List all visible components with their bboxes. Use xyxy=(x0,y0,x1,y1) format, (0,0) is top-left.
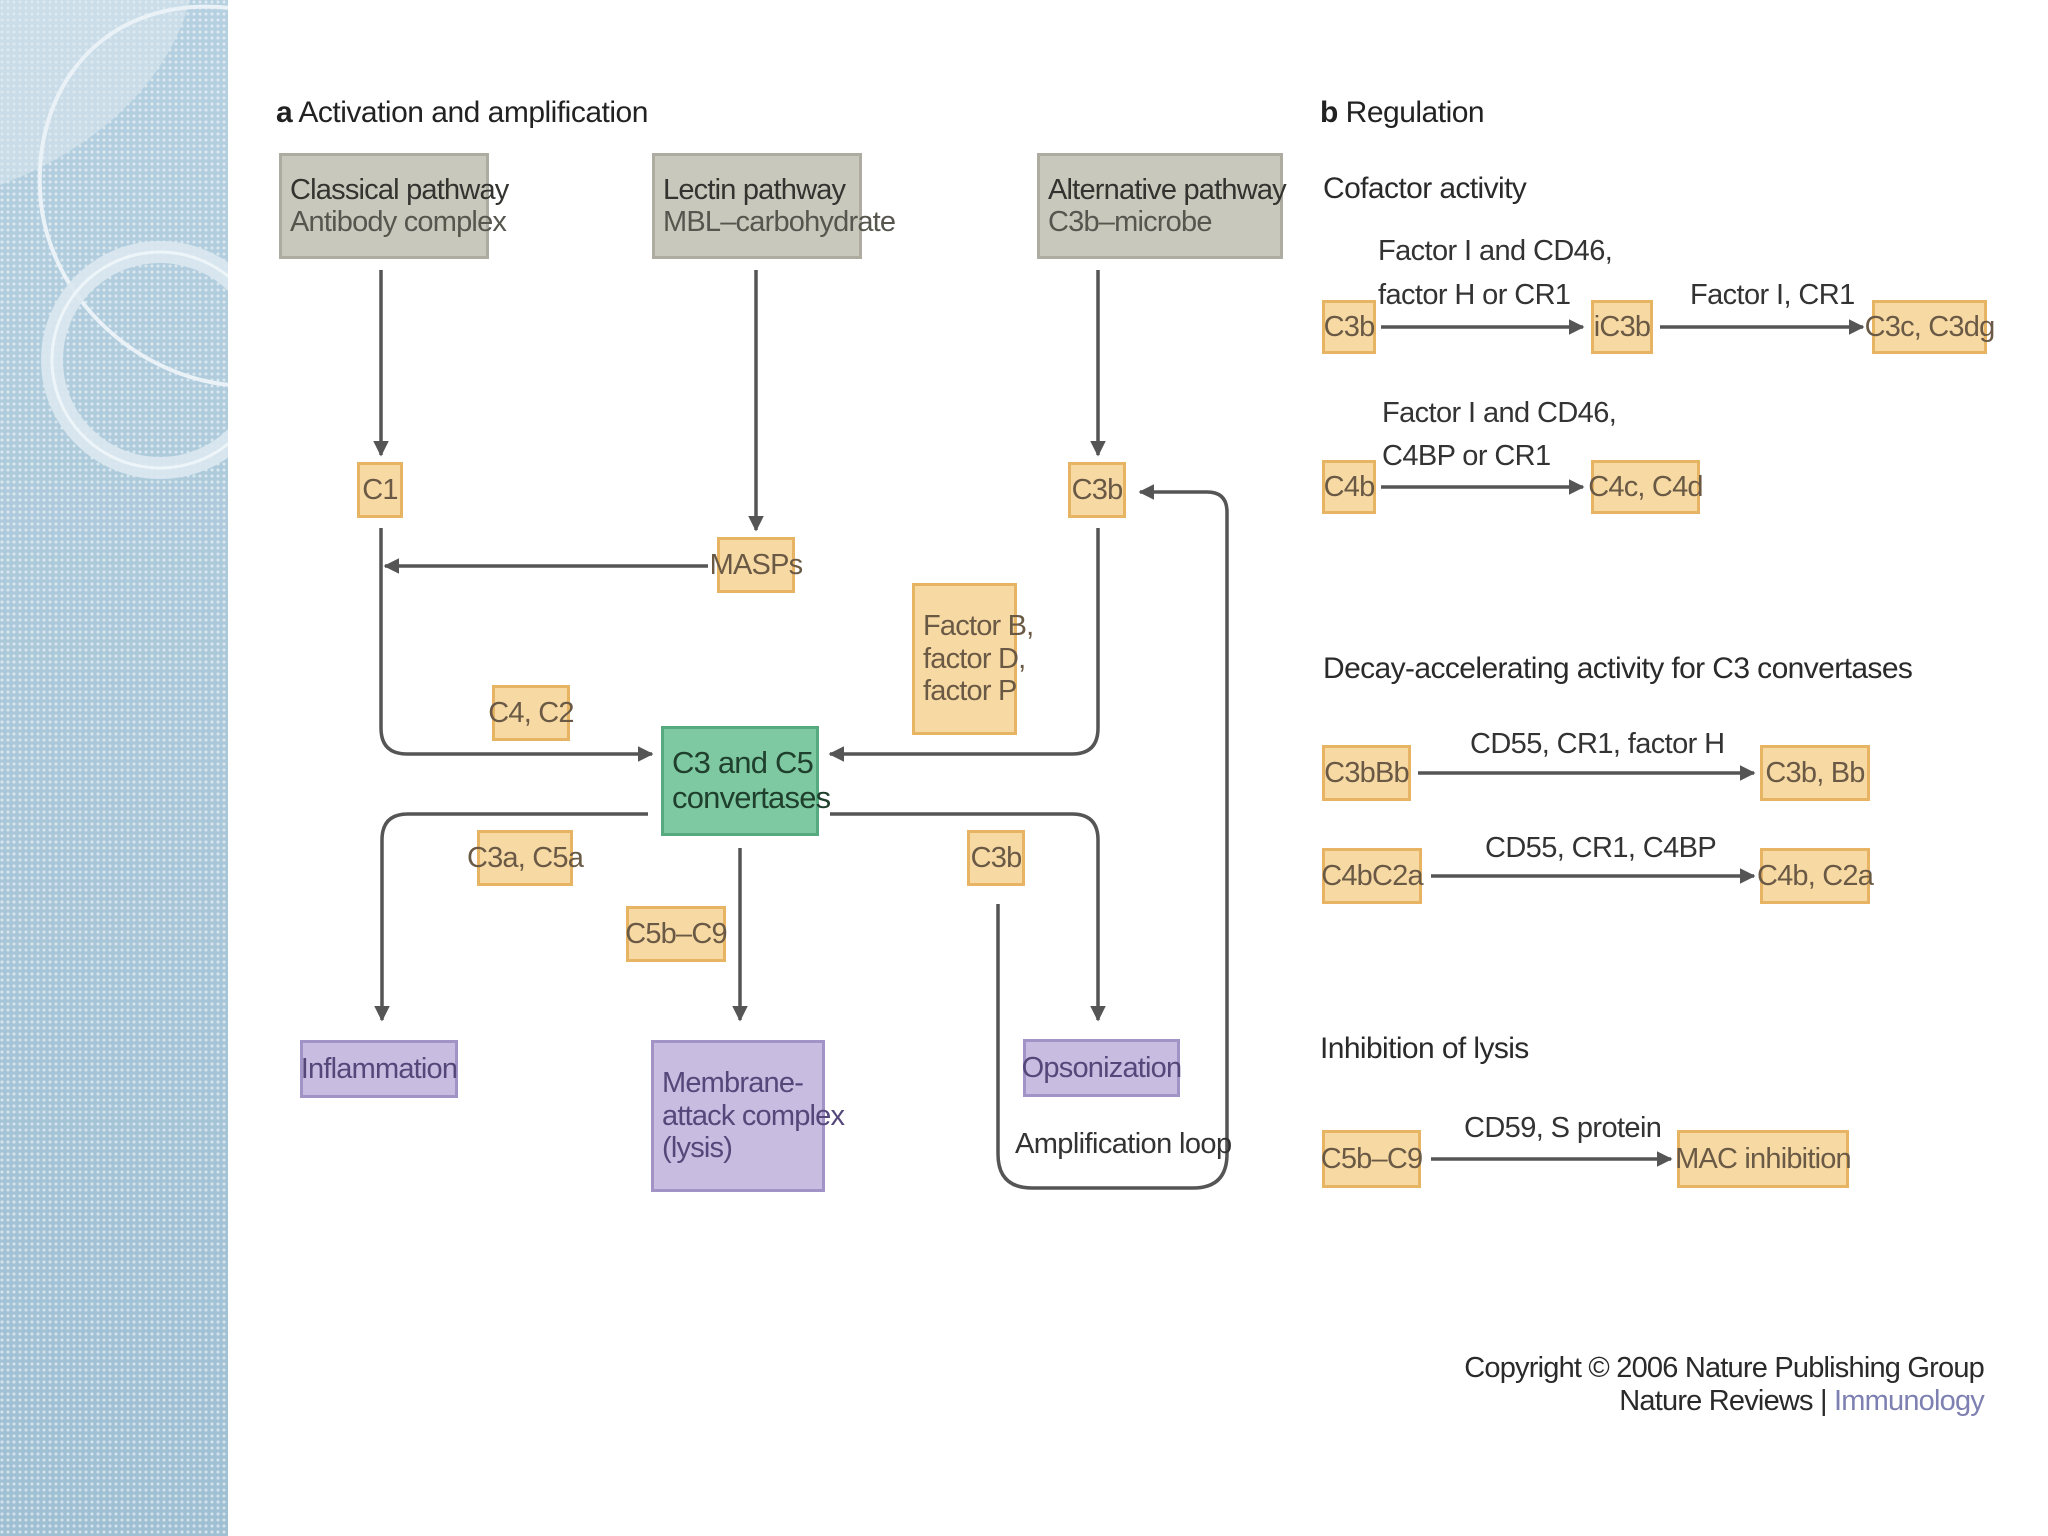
c3b-bb-box: C3b, Bb xyxy=(1760,745,1870,801)
masps-box: MASPs xyxy=(710,537,803,593)
decorative-sidebar xyxy=(0,0,228,1536)
amplification-loop-arrow xyxy=(996,484,1229,1190)
mac-inhibition-box: MAC inhibition xyxy=(1675,1130,1852,1188)
c3bbb-box: C3bBb xyxy=(1322,745,1411,801)
arrow-to-opsonization xyxy=(830,812,1106,1022)
cofactor-activity-title: Cofactor activity xyxy=(1323,172,1527,205)
decay-label-1: CD55, CR1, factor H xyxy=(1470,728,1725,760)
lectin-pathway-name: Lectin pathway xyxy=(663,173,846,206)
panel-a-title: a Activation and amplification xyxy=(276,96,648,129)
c3b-mid-box: C3b xyxy=(967,830,1025,886)
journal-name: Nature Reviews xyxy=(1619,1385,1813,1418)
c4-c2-box: C4, C2 xyxy=(488,685,575,741)
arrow-to-inflammation xyxy=(374,812,648,1022)
cofactor-label-1a: Factor I and CD46, xyxy=(1378,235,1613,267)
amplification-loop-label: Amplification loop xyxy=(1015,1128,1232,1160)
c5b-c9-reg-box: C5b–C9 xyxy=(1321,1130,1423,1188)
decay-label-2: CD55, CR1, C4BP xyxy=(1485,832,1717,864)
large-ring xyxy=(37,4,228,387)
c3b-top-box: C3b xyxy=(1068,462,1126,518)
c3c-c3dg-box: C3c, C3dg xyxy=(1865,300,1995,354)
c4bc2a-box: C4bC2a xyxy=(1321,848,1424,904)
cofactor-label-1b: factor H or CR1 xyxy=(1378,279,1571,311)
journal-line: Nature Reviews | Immunology xyxy=(1464,1385,1985,1418)
decorative-rings xyxy=(0,0,228,479)
c4b-c2a-box: C4b, C2a xyxy=(1757,848,1874,904)
convertases-box: C3 and C5 convertases xyxy=(661,726,831,836)
cofactor-label-3b: C4BP or CR1 xyxy=(1382,440,1551,472)
c4b-box: C4b xyxy=(1322,460,1376,514)
journal-section: Immunology xyxy=(1834,1385,1985,1418)
arrow-c1-to-convertases xyxy=(379,528,654,762)
arrow-c3b-to-convertases xyxy=(828,528,1100,762)
copyright-line: Copyright © 2006 Nature Publishing Group xyxy=(1464,1352,1985,1384)
classical-pathway-box: Classical pathway Antibody complex xyxy=(279,153,509,259)
panel-b-title: b Regulation xyxy=(1320,96,1485,129)
factors-box: Factor B, factor D, factor P xyxy=(912,583,1034,735)
c3a-c5a-box: C3a, C5a xyxy=(467,830,584,886)
c5b-c9-box: C5b–C9 xyxy=(625,906,728,962)
decay-accelerating-title: Decay-accelerating activity for C3 conve… xyxy=(1323,652,1913,685)
journal-separator: | xyxy=(1820,1385,1828,1418)
c1-box: C1 xyxy=(357,462,403,518)
lectin-pathway-trigger: MBL–carbohydrate xyxy=(663,206,896,238)
classical-pathway-name: Classical pathway xyxy=(290,173,509,206)
inhibition-of-lysis-title: Inhibition of lysis xyxy=(1320,1032,1529,1065)
alternative-pathway-trigger: C3b–microbe xyxy=(1048,206,1212,238)
small-ring-highlight xyxy=(50,250,228,470)
alternative-pathway-name: Alternative pathway xyxy=(1048,173,1287,206)
cofactor-label-2: Factor I, CR1 xyxy=(1690,279,1855,311)
lysis-label: CD59, S protein xyxy=(1464,1112,1662,1144)
alternative-pathway-box: Alternative pathway C3b–microbe xyxy=(1037,153,1287,259)
opsonization-box: Opsonization xyxy=(1022,1039,1182,1097)
c4c-c4d-box: C4c, C4d xyxy=(1588,460,1704,514)
c3b-reg-box: C3b xyxy=(1322,300,1376,354)
classical-pathway-trigger: Antibody complex xyxy=(290,206,507,238)
lectin-pathway-box: Lectin pathway MBL–carbohydrate xyxy=(652,153,896,259)
inflammation-box: Inflammation xyxy=(300,1040,458,1098)
cofactor-label-3a: Factor I and CD46, xyxy=(1382,397,1617,429)
corner-swoosh xyxy=(0,0,190,185)
copyright-block: Copyright © 2006 Nature Publishing Group… xyxy=(1464,1352,1985,1419)
ic3b-box: iC3b xyxy=(1591,300,1653,354)
mac-box: Membrane- attack complex (lysis) xyxy=(651,1040,845,1192)
